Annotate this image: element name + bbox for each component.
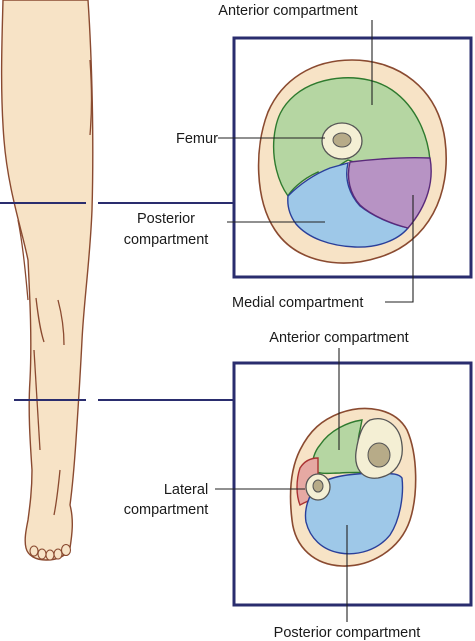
femur-marrow bbox=[332, 132, 352, 148]
leg-cross-section: Anterior compartment Lateral compartment… bbox=[124, 330, 473, 641]
leg-anterior-label: Anterior compartment bbox=[269, 330, 408, 346]
leg-posterior-label: Posterior compartment bbox=[274, 625, 421, 641]
leader-line bbox=[385, 195, 414, 303]
fibula-marrow bbox=[312, 479, 324, 493]
medial-compartment bbox=[347, 157, 432, 229]
leg-contour-line bbox=[89, 59, 93, 136]
leg-contour-line bbox=[57, 299, 65, 346]
leg-lateral-label-line1: Lateral bbox=[164, 482, 208, 498]
section-level-lines bbox=[0, 202, 234, 401]
thigh-posterior-label-line2: compartment bbox=[124, 232, 209, 248]
femur-label: Femur bbox=[176, 131, 218, 147]
tibia-marrow bbox=[367, 442, 391, 468]
leg-lateral-label-line2: compartment bbox=[124, 502, 209, 518]
thigh-cross-section: Anterior compartment Femur Posterior com… bbox=[124, 3, 473, 311]
thigh-anterior-label: Anterior compartment bbox=[218, 3, 357, 19]
leg-contour-line bbox=[17, 219, 29, 301]
leg-illustration bbox=[0, 0, 94, 561]
thigh-posterior-label-line1: Posterior bbox=[137, 211, 195, 227]
leg-silhouette bbox=[0, 0, 94, 561]
leg-contour-line bbox=[53, 469, 61, 516]
toes bbox=[29, 543, 72, 561]
leg-contour-line bbox=[35, 297, 45, 343]
thigh-section-frame bbox=[232, 36, 473, 279]
thigh-medial-label: Medial compartment bbox=[232, 295, 363, 311]
leg-section-frame bbox=[232, 361, 473, 607]
